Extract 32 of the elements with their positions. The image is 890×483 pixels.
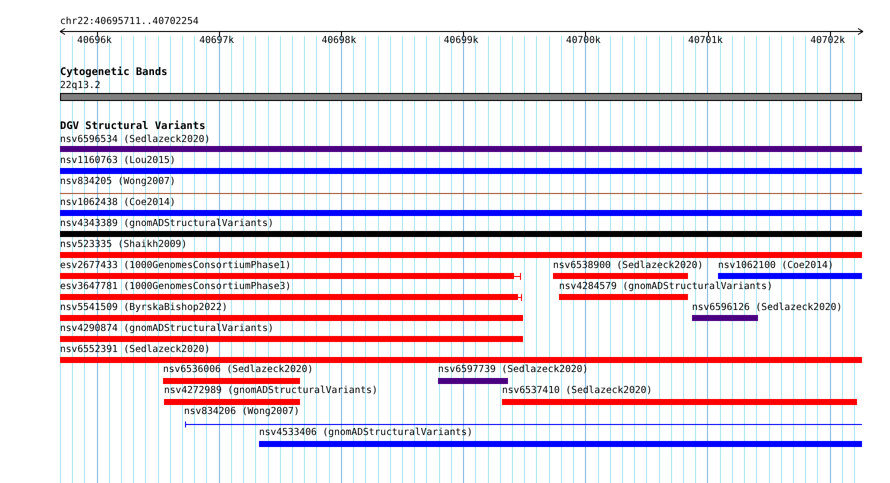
variant-label: nsv834205 (Wong2007): [60, 176, 176, 187]
locus-label: chr22:40695711..40702254: [60, 16, 199, 27]
variant-label: nsv6597739 (Sedlazeck2020): [438, 364, 588, 375]
variant-label: nsv4284579 (gnomADStructuralVariants): [559, 281, 773, 292]
band-label: 22q13.2: [60, 80, 100, 91]
variant-label: nsv6596534 (Sedlazeck2020): [60, 134, 210, 145]
variant-label: esv3647781 (1000GenomesConsortiumPhase3): [60, 281, 292, 292]
variant-label: nsv4533406 (gnomADStructuralVariants): [259, 427, 473, 438]
variant-label: nsv1160763 (Lou2015): [60, 155, 176, 166]
variant-label: nsv4290874 (gnomADStructuralVariants): [60, 323, 274, 334]
variant-label: nsv834206 (Wong2007): [184, 406, 300, 417]
tick-label: 40700k: [566, 35, 601, 46]
tick-label: 40702k: [810, 35, 846, 46]
track-title: DGV Structural Variants: [60, 121, 206, 132]
tick-label: 40698k: [322, 35, 356, 46]
variant-label: nsv6537410 (Sedlazeck2020): [502, 385, 652, 396]
tick-label: 40699k: [444, 35, 478, 46]
variant-label: nsv5541509 (ByrskaBishop2022): [60, 302, 228, 313]
variant-label: nsv4343389 (gnomADStructuralVariants): [60, 218, 274, 229]
tick-label: 40697k: [199, 35, 234, 46]
variant-label: nsv6536006 (Sedlazeck2020): [163, 364, 314, 375]
variant-label: nsv4272989 (gnomADStructuralVariants): [164, 385, 378, 396]
variant-label: esv2677433 (1000GenomesConsortiumPhase1): [60, 260, 292, 271]
variant-label: nsv1062438 (Coe2014): [60, 197, 176, 208]
variant-label: nsv1062100 (Coe2014): [718, 260, 834, 271]
variant-label: nsv6552391 (Sedlazeck2020): [60, 344, 210, 355]
tick-label: 40696k: [77, 35, 112, 46]
variant-label: nsv6538900 (Sedlazeck2020): [553, 260, 704, 271]
track-title: Cytogenetic Bands: [60, 67, 168, 78]
variant-label: nsv523335 (Shaikh2009): [60, 239, 188, 250]
variant-label: nsv6596126 (Sedlazeck2020): [692, 302, 842, 313]
tick-label: 40701k: [688, 35, 723, 46]
